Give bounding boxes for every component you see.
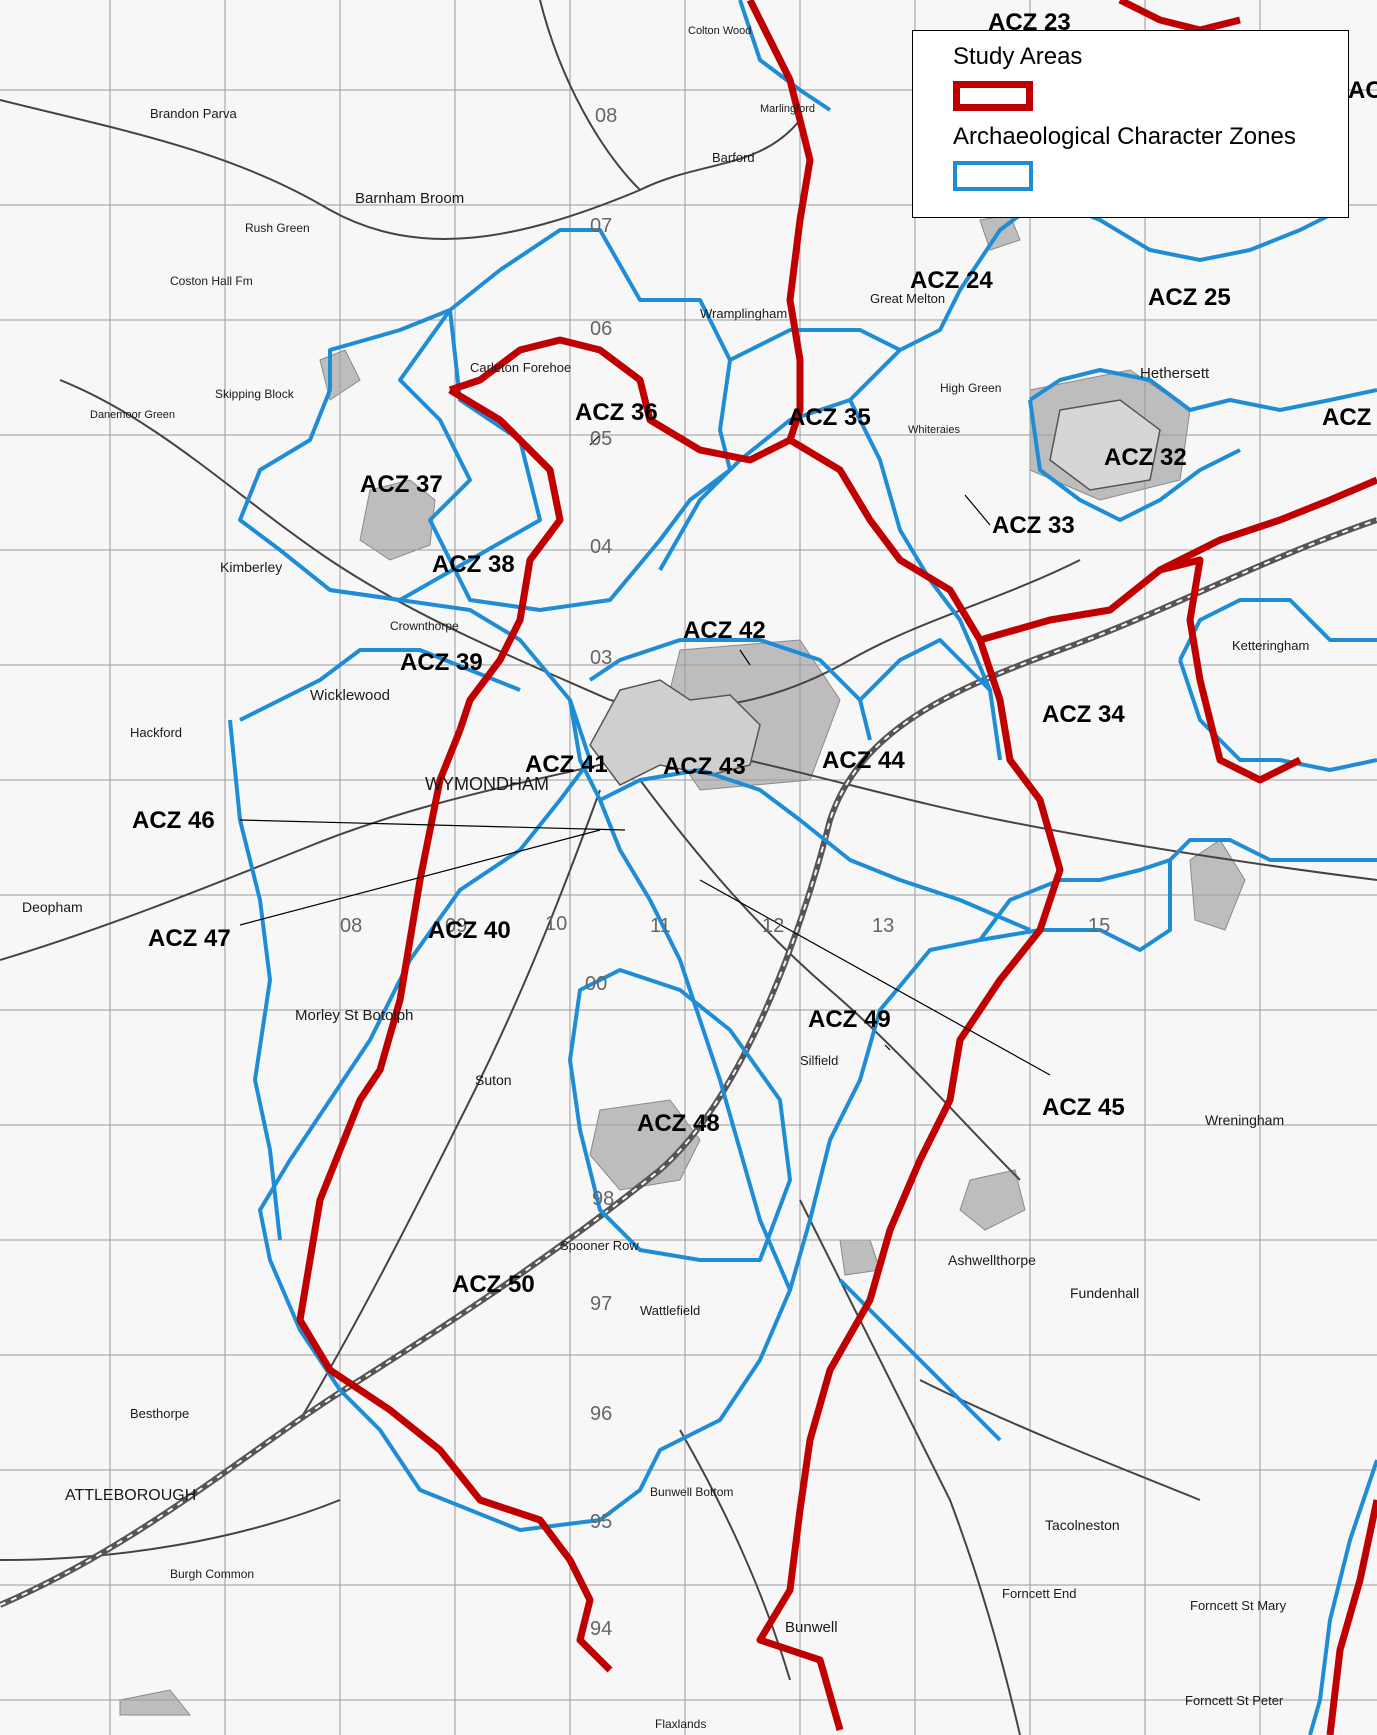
place-label: Spooner Row [560, 1238, 639, 1253]
place-label: Wicklewood [310, 687, 390, 704]
acz-label: ACZ 50 [452, 1271, 535, 1298]
grid-number: 06 [590, 318, 612, 340]
acz-label: ACZ 25 [1148, 284, 1231, 311]
acz-label: ACZ 33 [992, 512, 1075, 539]
place-label: Forncett St Mary [1190, 1598, 1287, 1613]
grid-number: 98 [592, 1188, 614, 1210]
legend-study-areas-label: Study Areas [953, 43, 1083, 70]
legend-study-area-swatch [953, 81, 1033, 111]
grid-number: 97 [590, 1293, 612, 1315]
grid-number: 05 [590, 428, 612, 450]
grid-number: 08 [595, 105, 617, 127]
acz-label: ACZ 48 [637, 1110, 720, 1137]
place-label: Whiteraies [908, 424, 960, 436]
legend-zone-swatch [953, 161, 1033, 191]
place-label: Skipping Block [215, 387, 295, 401]
acz-label: ACZ 42 [683, 617, 766, 644]
place-label: Danemoor Green [90, 409, 175, 421]
acz-label: ACZ 35 [788, 404, 871, 431]
acz-label: ACZ 34 [1042, 701, 1125, 728]
place-label: Fundenhall [1070, 1285, 1139, 1301]
study-area-boundaries [296, 0, 1377, 1735]
place-label: Silfield [800, 1053, 838, 1068]
acz-label: ACZ 24 [910, 267, 993, 294]
place-label: Morley St Botolph [295, 1007, 413, 1024]
place-label: Great Melton [870, 291, 945, 306]
place-label: Wattlefield [640, 1303, 700, 1318]
acz-label: ACZ 41 [525, 751, 608, 778]
place-label: Kimberley [220, 559, 282, 575]
place-label: High Green [940, 381, 1001, 395]
acz-label: ACZ 44 [822, 747, 905, 774]
zone-labels: ACZ 23 ACZ 22 ACZ 24 ACZ 25 ACZ 36 ACZ 3… [132, 9, 1377, 1298]
grid-number: 03 [590, 647, 612, 669]
acz-label: ACZ [1322, 404, 1371, 431]
place-label: Carleton Forehoe [470, 360, 571, 375]
place-label: Hackford [130, 725, 182, 740]
wymondham-town [589, 399, 1161, 786]
acz-label: ACZ 43 [663, 753, 746, 780]
zone-boundaries [228, 0, 1377, 1735]
grid-numbers: 08 07 06 05 04 03 00 98 97 96 95 94 10 1… [340, 105, 1110, 1640]
grid-number: 96 [590, 1403, 612, 1425]
acz-label: ACZ 39 [400, 649, 483, 676]
place-label: Bunwell [785, 1619, 838, 1636]
place-label: Crownthorpe [390, 619, 459, 633]
place-label: Besthorpe [130, 1406, 189, 1421]
acz-label: ACZ 49 [808, 1006, 891, 1033]
place-label: Rush Green [245, 221, 310, 235]
acz-label: ACZ 38 [432, 551, 515, 578]
place-label: Deopham [22, 899, 83, 915]
place-label: Flaxlands [655, 1717, 706, 1731]
place-label: Hethersett [1140, 365, 1210, 382]
place-label: WYMONDHAM [425, 774, 549, 794]
place-label: ATTLEBOROUGH [65, 1487, 196, 1504]
place-label: Coston Hall Fm [170, 274, 253, 288]
grid-number: 15 [1088, 915, 1110, 937]
grid-number: 95 [590, 1511, 612, 1533]
place-label: Brandon Parva [150, 106, 237, 121]
place-label: Wreningham [1205, 1112, 1284, 1128]
label-leader-lines [239, 434, 1051, 1076]
place-label: Forncett End [1002, 1586, 1076, 1601]
map-legend: Study Areas Archaeological Character Zon… [912, 30, 1349, 218]
railway-sleepers [0, 519, 1377, 1606]
legend-zones-label: Archaeological Character Zones [953, 123, 1296, 150]
acz-label: ACZ 37 [360, 471, 443, 498]
grid-number: 00 [585, 973, 607, 995]
grid-number: 10 [545, 913, 567, 935]
place-label: Marlingford [760, 103, 815, 115]
acz-label: ACZ 46 [132, 807, 215, 834]
grid-number: 09 [445, 915, 467, 937]
acz-label: ACZ 47 [148, 925, 231, 952]
place-label: Ashwellthorpe [948, 1252, 1036, 1268]
grid-number: 11 [650, 915, 671, 937]
place-label: Suton [475, 1072, 512, 1088]
place-label: Bunwell Bottom [650, 1485, 733, 1499]
grid-number: 08 [340, 915, 362, 937]
grid-number: 94 [590, 1618, 612, 1640]
acz-label: ACZ 22 [1348, 77, 1377, 104]
place-label: Forncett St Peter [1185, 1693, 1284, 1708]
grid-number: 07 [590, 215, 612, 237]
place-label: Barford [712, 150, 755, 165]
grid-number: 13 [872, 915, 894, 937]
acz-label: ACZ 40 [428, 917, 511, 944]
place-label: Barnham Broom [355, 190, 464, 207]
place-names: Brandon Parva Barnham Broom Rush Green C… [22, 25, 1309, 1731]
acz-label: ACZ 36 [575, 399, 658, 426]
acz-label: ACZ 32 [1104, 444, 1187, 471]
place-label: Ketteringham [1232, 638, 1309, 653]
grid-number: 04 [590, 536, 612, 558]
place-label: Burgh Common [170, 1567, 254, 1581]
place-label: Tacolneston [1045, 1517, 1120, 1533]
acz-label: ACZ 45 [1042, 1094, 1125, 1121]
grid-number: 12 [762, 915, 784, 937]
place-label: Wramplingham [700, 306, 787, 321]
place-label: Colton Wood [688, 25, 751, 37]
